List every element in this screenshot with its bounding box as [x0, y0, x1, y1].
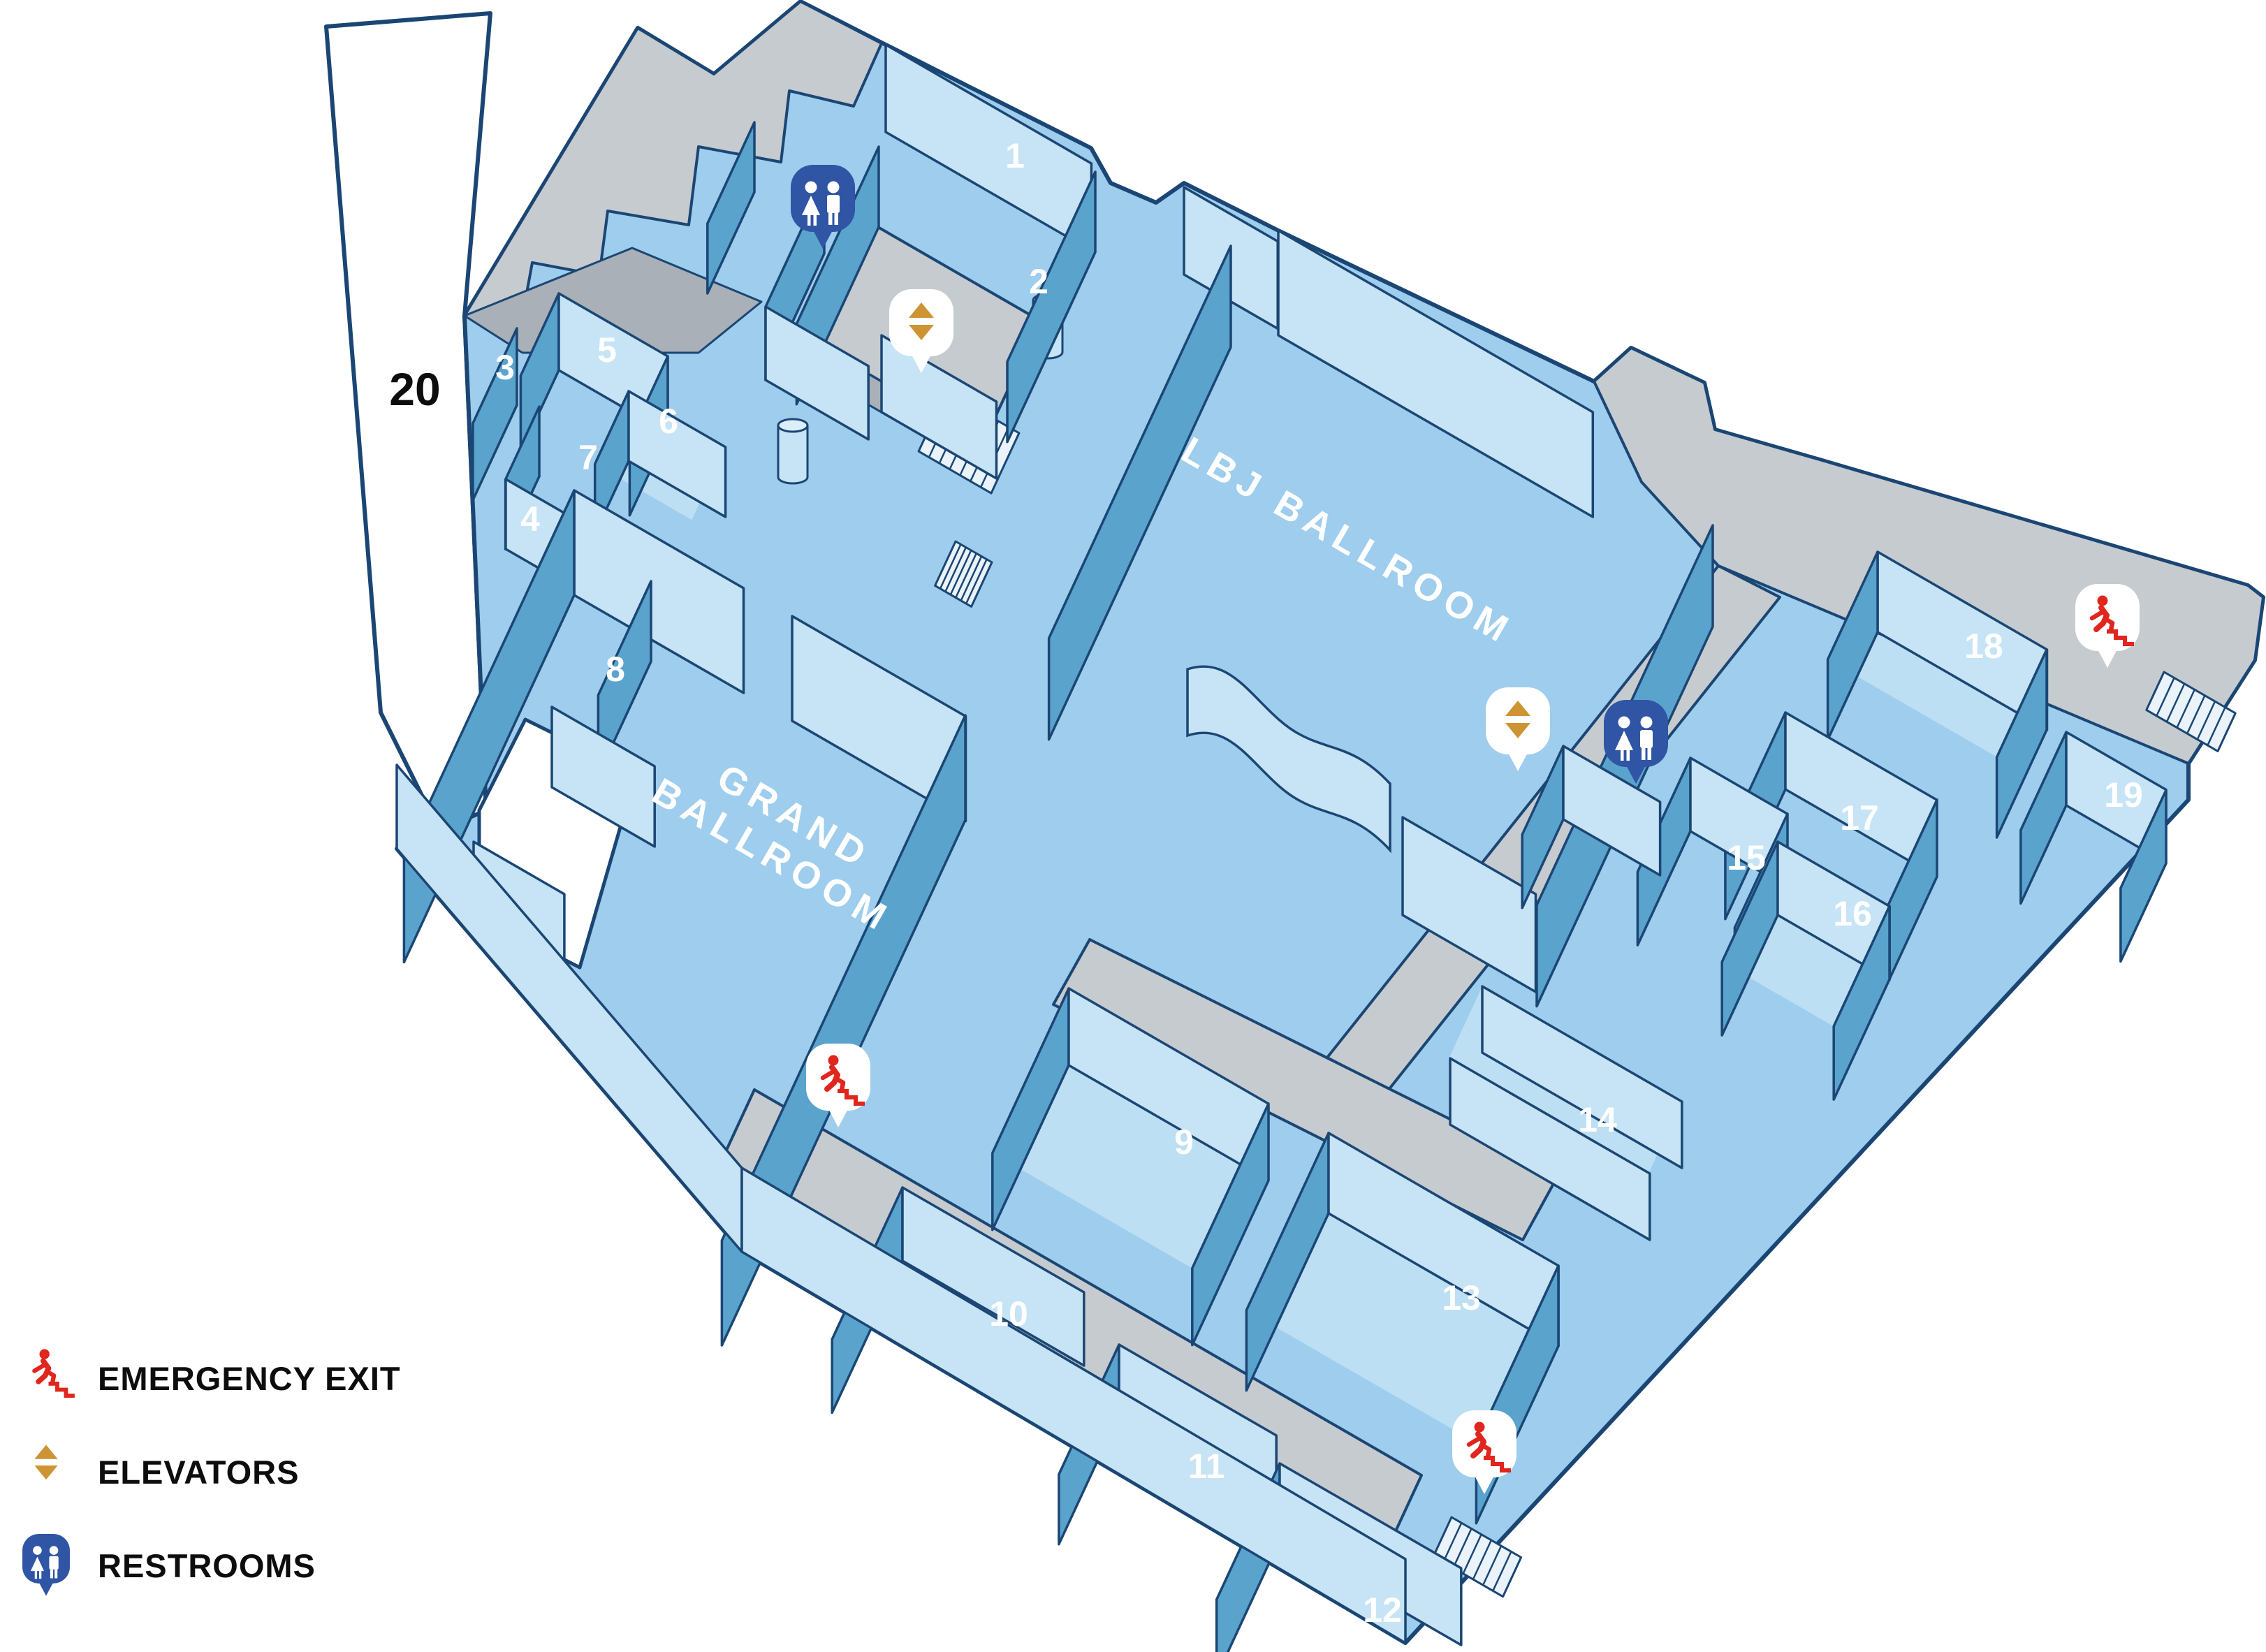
lbj-south-wall: [1401, 816, 1537, 993]
room-label-1: 1: [1005, 136, 1025, 175]
restroom-block-wall-s: [764, 305, 870, 441]
room-18-wall-e: [1995, 648, 2048, 839]
room-label-19: 19: [2104, 775, 2143, 814]
room-14-wall-n: [1481, 985, 1683, 1169]
room-6-wall-n: [627, 390, 727, 518]
room-19-wall-e: [2119, 789, 2168, 963]
room-label-13: 13: [1442, 1278, 1481, 1317]
elevators-icon: [13, 1438, 80, 1505]
restrooms-pin-1: [791, 165, 855, 249]
room-8-stub-2: [550, 706, 656, 848]
room-label-2: 2: [1029, 262, 1048, 301]
room-label-9: 9: [1174, 1123, 1194, 1162]
legend: EMERGENCY EXIT ELEVATORS RESTROOMS: [13, 1345, 401, 1599]
room-2-south-wall: [880, 334, 998, 480]
room-9-wall-e: [1191, 1102, 1270, 1347]
room-label-12: 12: [1363, 1591, 1402, 1630]
gray-roof-nw: [463, 0, 883, 317]
emergency-exit-pin-5: [806, 1044, 870, 1127]
room-label-7: 7: [578, 438, 598, 477]
room-label-11: 11: [1188, 1447, 1225, 1486]
room-16-wall-e: [1832, 905, 1891, 1101]
room-label-3: 3: [495, 348, 515, 387]
legend-item-elevators: ELEVATORS: [13, 1438, 401, 1505]
legend-label-emergency-exit: EMERGENCY EXIT: [98, 1359, 401, 1397]
room-label-4: 4: [520, 499, 540, 539]
room-label-17: 17: [1840, 798, 1879, 838]
curved-wall: [1186, 665, 1391, 854]
lbj-west-wall: [1047, 244, 1232, 741]
restroom-east-stub-s: [1562, 745, 1662, 877]
stairs-north-small: [934, 540, 993, 608]
room-14-wall-s: [1449, 1057, 1651, 1241]
room-1-2-divider: [1006, 170, 1097, 444]
room-label-6: 6: [659, 402, 678, 441]
legend-item-emergency-exit: EMERGENCY EXIT: [13, 1345, 401, 1412]
room-label-15: 15: [1727, 838, 1766, 877]
grand-east-wall: [720, 714, 967, 1347]
room-label-10: 10: [989, 1294, 1028, 1333]
elevators-pin-4: [1486, 687, 1550, 771]
room-label-20: 20: [389, 363, 440, 415]
emergency-exit-pin-7: [2075, 584, 2140, 668]
walls-layer: [395, 43, 2168, 1652]
column-1: [777, 418, 809, 485]
legend-item-restrooms: RESTROOMS: [13, 1532, 401, 1599]
restrooms-icon: [13, 1532, 80, 1599]
room-10-wall-n: [901, 1186, 1086, 1367]
room-label-8: 8: [606, 650, 625, 689]
emergency-exit-pin-6: [1452, 1410, 1516, 1494]
south-outer-wall: [740, 1167, 1407, 1644]
room-3-wall: [472, 327, 518, 502]
room-label-5: 5: [597, 330, 617, 370]
lbj-north-wall: [1277, 229, 1595, 518]
legend-label-restrooms: RESTROOMS: [98, 1547, 316, 1584]
legend-label-elevators: ELEVATORS: [98, 1453, 300, 1491]
north-stub: [706, 121, 756, 295]
map-pins-layer: [791, 165, 2140, 1494]
gray-corridor-south: [1052, 938, 1560, 1241]
restrooms-pin-2: [1604, 700, 1668, 784]
emergency-exit-icon: [13, 1345, 80, 1412]
room-label-18: 18: [1964, 627, 2003, 666]
room-label-14: 14: [1578, 1100, 1617, 1139]
room-label-16: 16: [1833, 894, 1872, 933]
elevators-pin-3: [889, 289, 953, 373]
